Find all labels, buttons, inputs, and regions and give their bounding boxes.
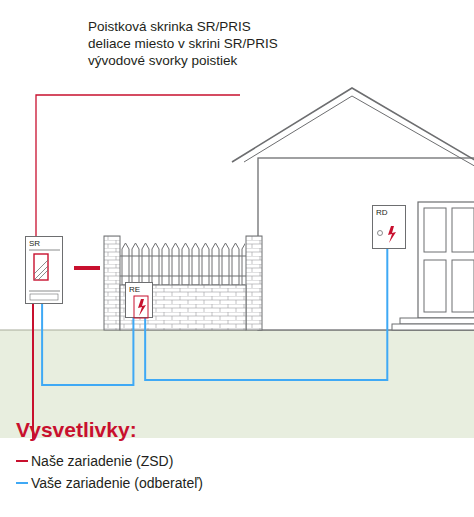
house: [232, 88, 474, 330]
legend-line-sample: [16, 456, 28, 466]
legend-text: Vaše zariadenie (odberateľ): [31, 475, 203, 491]
legend-entry: Vaše zariadenie (odberateľ): [16, 475, 203, 491]
box-label: RD: [373, 206, 405, 217]
legend-line-sample: [16, 478, 28, 488]
fuse-cabinet: SR: [25, 236, 63, 304]
callout-text: deliace miesto v skrini SR/PRIS: [88, 36, 278, 52]
meter-box: RE: [125, 282, 153, 318]
fence: [104, 236, 262, 330]
boundary-mark: [74, 266, 100, 270]
box-label: SR: [26, 237, 62, 248]
legend-heading: Vysvetlivky:: [16, 418, 137, 442]
cable: [42, 304, 133, 385]
cable: [145, 249, 387, 380]
leader-line: [36, 95, 240, 242]
legend-entry: Naše zariadenie (ZSD): [16, 453, 173, 469]
box-label: RE: [126, 283, 152, 294]
callout-text: Poistková skrinka SR/PRIS: [88, 19, 251, 35]
house-switchboard: RD: [372, 205, 406, 249]
callout-text: vývodové svorky poistiek: [88, 53, 237, 69]
legend-text: Naše zariadenie (ZSD): [31, 453, 173, 469]
